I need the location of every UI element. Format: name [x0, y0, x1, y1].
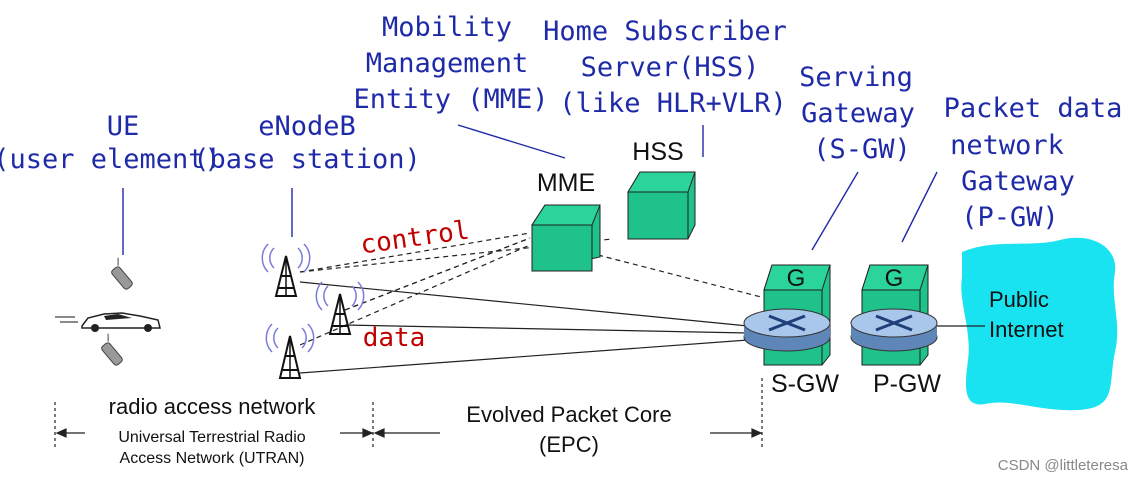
pgw-g-label: G — [885, 265, 904, 292]
hss-desc-line2: Server(HSS) — [581, 52, 760, 83]
control-plane-label: control — [359, 216, 472, 261]
car-icon — [55, 312, 161, 332]
cell-tower-icon — [265, 323, 315, 379]
utran-line2: Access Network (UTRAN) — [120, 450, 305, 467]
sgw-g-label: G — [787, 265, 806, 292]
hss-desc-line1: Home Subscriber — [543, 16, 787, 47]
pgw-router-icon — [850, 308, 938, 352]
pgw-desc-line4: (P-GW) — [961, 202, 1059, 233]
epc-title-line2: (EPC) — [539, 432, 599, 457]
enb-label-line1: eNodeB — [258, 111, 356, 142]
ue-label-line2: (user element) — [0, 144, 221, 175]
pgw-desc-line3: Gateway — [961, 166, 1075, 197]
pgw-desc-line2: network — [950, 130, 1064, 161]
hss-box-label: HSS — [632, 138, 683, 166]
enb-label-line2: (base station) — [193, 144, 421, 175]
internet-label-line1: Public — [989, 287, 1049, 312]
ran-title: radio access network — [109, 394, 317, 419]
sgw-desc-line1: Serving — [799, 62, 913, 93]
pgw-label: P-GW — [873, 370, 941, 398]
watermark: CSDN @littleteresa — [998, 457, 1129, 474]
utran-line1: Universal Terrestrial Radio — [118, 429, 305, 446]
sgw-desc-line3: (S-GW) — [813, 134, 911, 165]
sgw-router-icon — [743, 308, 831, 352]
hss-desc-line3: (like HLR+VLR) — [559, 88, 787, 119]
ue-label-line1: UE — [107, 111, 140, 142]
sgw-label: S-GW — [771, 370, 839, 398]
phone-icon — [111, 257, 133, 290]
mme-desc-line3: Entity (MME) — [353, 84, 548, 115]
public-internet-cloud-icon — [961, 237, 1118, 411]
data-plane-lines — [299, 281, 985, 374]
annotation-leaders — [122, 124, 938, 255]
mme-desc-line2: Management — [366, 48, 529, 79]
internet-label-line2: Internet — [989, 317, 1064, 342]
data-plane-label: data — [363, 323, 426, 353]
cell-tower-icon — [261, 243, 311, 297]
range-markers — [54, 378, 763, 448]
cell-tower-icon — [315, 281, 365, 335]
sgw-desc-line2: Gateway — [801, 98, 915, 129]
pgw-desc-line1: Packet data — [944, 93, 1123, 124]
epc-title-line1: Evolved Packet Core — [466, 402, 671, 427]
mme-building-icon — [531, 204, 601, 272]
phone-icon — [101, 333, 123, 366]
hss-building-icon — [627, 171, 696, 240]
mme-desc-line1: Mobility — [382, 12, 512, 43]
mme-box-label: MME — [537, 169, 595, 197]
